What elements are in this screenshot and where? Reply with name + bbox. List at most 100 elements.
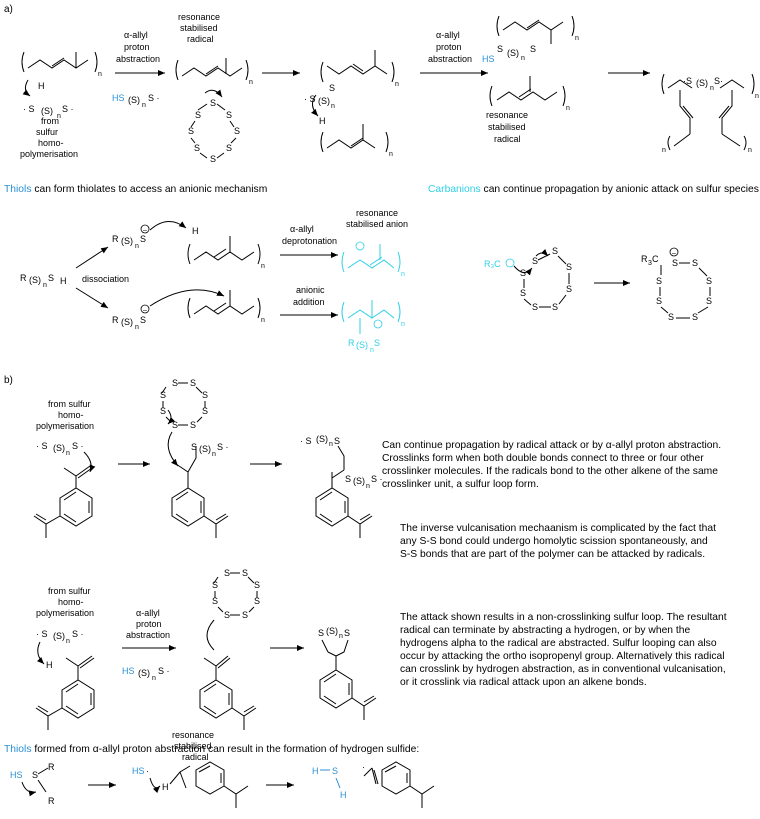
svg-text:S: S — [318, 628, 324, 638]
res-b-2: stabilised — [174, 741, 212, 751]
svg-text:S: S — [692, 312, 698, 322]
svg-text:R: R — [48, 762, 55, 772]
from-sulfur-b1-3: polymerisation — [36, 421, 94, 431]
polyisoprene-chain-1: n H — [21, 51, 102, 97]
svg-text:n: n — [152, 675, 156, 682]
svg-text:S: S — [254, 596, 260, 606]
svg-text:· S: · S — [23, 104, 35, 114]
svg-text:S: S — [334, 436, 340, 446]
svg-text:H: H — [192, 226, 199, 236]
svg-text:(S): (S) — [41, 106, 53, 116]
svg-text:C: C — [652, 254, 659, 264]
svg-text:H: H — [60, 276, 67, 286]
svg-text:(S): (S) — [128, 95, 140, 105]
svg-text:S: S — [532, 256, 538, 266]
svg-text:n: n — [135, 243, 139, 250]
svg-text:crosslinker unit, a sulfur loo: crosslinker unit, a sulfur loop form. — [382, 479, 539, 490]
svg-text:R: R — [112, 315, 119, 325]
svg-text:HS: HS — [132, 766, 145, 776]
hs-chain-right: n HS S (S)n S n — [482, 15, 579, 112]
sulfur-chain-mid: n S · S (S)n H n — [304, 50, 399, 158]
thiols-caption-b: Thiols formed from α-allyl proton abstra… — [4, 744, 419, 755]
svg-text:S: S — [224, 568, 230, 578]
svg-text:(S): (S) — [507, 48, 519, 58]
addition-product-cyan: R (S)n S n — [341, 300, 405, 354]
svg-text:S: S — [566, 284, 572, 294]
svg-text:H: H — [312, 766, 319, 776]
svg-text:S: S — [226, 143, 232, 153]
svg-text:S: S — [345, 474, 351, 484]
svg-text:S: S — [226, 110, 232, 120]
thiols-caption: Thiols can form thiolates to access an a… — [4, 184, 267, 195]
svg-text:n: n — [575, 35, 579, 42]
anionic-label-1: anionic — [296, 285, 325, 295]
svg-text:S: S — [692, 258, 698, 268]
svg-text:S ·: S · — [148, 93, 160, 103]
sulfur-loop-product: S (S)n S — [318, 626, 377, 720]
svg-text:S: S — [497, 44, 503, 54]
svg-text:n: n — [66, 450, 70, 457]
res-radical-1: resonance — [178, 12, 220, 22]
svg-text:H: H — [38, 81, 45, 91]
svg-text:n: n — [261, 263, 265, 270]
anionic-label-2: addition — [293, 297, 325, 307]
svg-text:S: S — [202, 390, 208, 400]
svg-text:(S): (S) — [356, 340, 368, 350]
svg-text:S: S — [520, 288, 526, 298]
para1: Can continue propagation by radical atta… — [382, 440, 721, 490]
svg-text:n: n — [401, 271, 405, 278]
res-anion-1: resonance — [356, 208, 398, 218]
svg-text:S: S — [172, 420, 178, 430]
svg-text:S: S — [210, 98, 216, 108]
para3: The attack shown results in a non-crossl… — [400, 612, 727, 688]
svg-text:–: – — [672, 250, 676, 257]
svg-text:S: S — [210, 154, 216, 164]
svg-text:The attack shown results in a: The attack shown results in a non-crossl… — [400, 612, 727, 623]
thiolate-upper: R (S)n S – H n — [112, 221, 265, 270]
svg-text:S: S — [202, 406, 208, 416]
svg-text:S: S — [706, 276, 712, 286]
svg-text:S: S — [520, 268, 526, 278]
from-sulfur-b2-3: polymerisation — [36, 608, 94, 618]
svg-text:n: n — [249, 79, 253, 86]
svg-text:S: S — [190, 420, 196, 430]
svg-text:S: S — [48, 273, 54, 283]
svg-text:S: S — [530, 44, 536, 54]
from-sulfur-b1-2: homo- — [58, 410, 84, 420]
anion-cyan: n — [341, 241, 405, 278]
svg-text:n: n — [521, 55, 525, 62]
svg-text:S·: S· — [714, 76, 723, 86]
svg-text:S: S — [532, 302, 538, 312]
r3c-label: R₃C — [484, 259, 501, 269]
svg-text:HS: HS — [10, 770, 23, 780]
svg-text:S ·: S · — [72, 441, 84, 451]
panel-b-label: b) — [4, 375, 13, 386]
svg-text:(S): (S) — [138, 668, 150, 678]
res-radical-b2: stabilised — [488, 122, 526, 132]
svg-text:n: n — [395, 81, 399, 88]
deprot-label-1: α-allyl — [290, 224, 314, 234]
svg-text:S: S — [552, 246, 558, 256]
svg-text:(S): (S) — [29, 275, 41, 285]
res-radical-b3: radical — [494, 134, 521, 144]
svg-text:S: S — [212, 596, 218, 606]
step1-label-2: proton — [124, 42, 150, 52]
svg-text:· S: · S — [300, 436, 312, 446]
svg-text:S: S — [140, 315, 146, 325]
svg-text:S: S — [656, 276, 662, 286]
svg-text:S: S — [194, 143, 200, 153]
step1-label-1: α-allyl — [124, 30, 148, 40]
svg-text:(S): (S) — [353, 476, 365, 486]
svg-text:R: R — [48, 796, 55, 806]
polyisoprene-radical: n — [175, 58, 253, 86]
svg-text:R: R — [348, 338, 355, 348]
res-radical-3: radical — [187, 34, 214, 44]
svg-text:S: S — [160, 390, 166, 400]
svg-text:can crosslink by hydrogen abst: can crosslink by hydrogen abstraction, a… — [400, 664, 726, 675]
abstr-label-2: proton — [136, 619, 162, 629]
svg-text:n: n — [212, 451, 216, 458]
from-sulfur-b2-1: from sulfur — [48, 586, 91, 596]
deprot-label-2: deprotonation — [282, 236, 337, 246]
svg-text:n: n — [401, 321, 405, 328]
